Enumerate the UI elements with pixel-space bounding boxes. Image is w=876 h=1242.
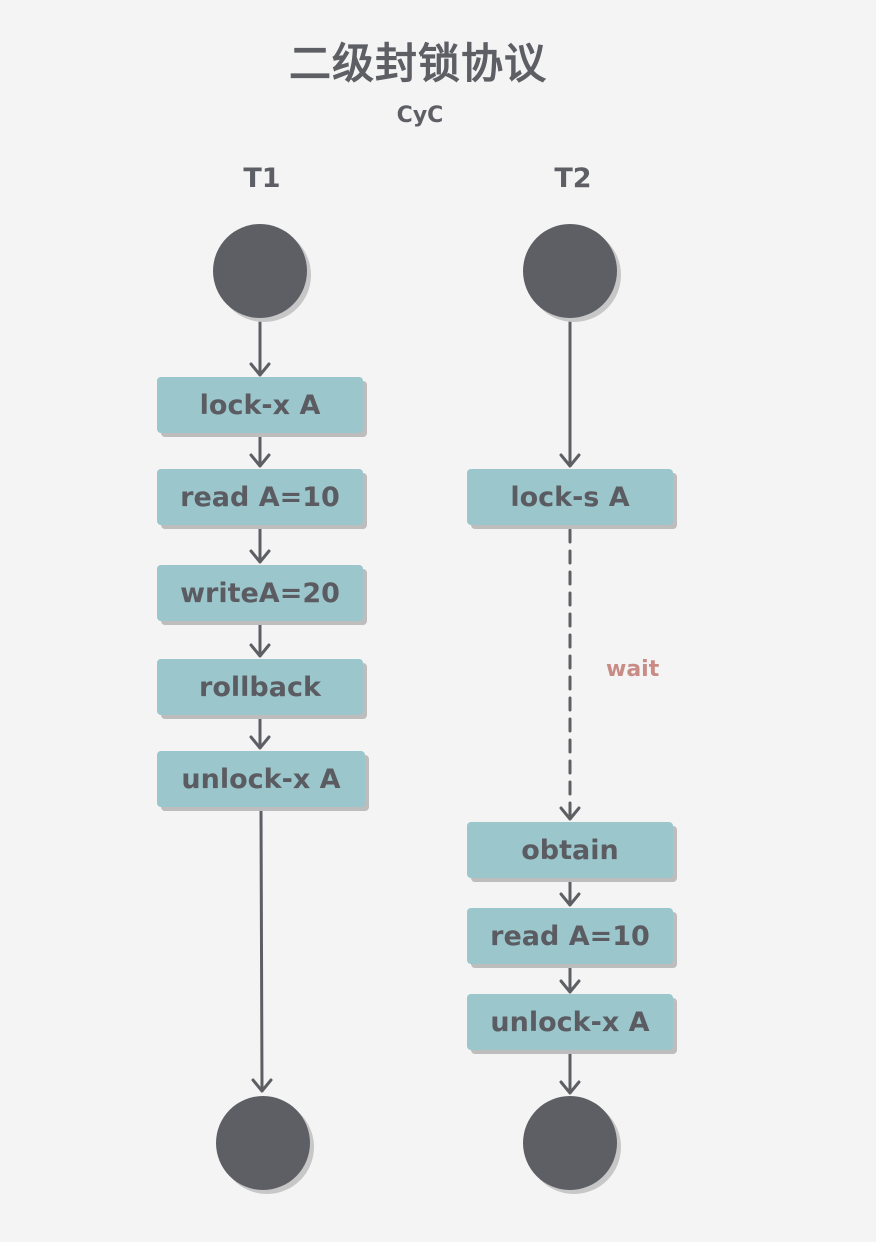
t2-step-obtain: obtain — [467, 822, 673, 878]
t2-end-node — [523, 1096, 617, 1190]
arrowhead-icon — [249, 549, 271, 564]
arrowhead-icon — [249, 643, 271, 658]
t2-start-node — [523, 224, 617, 318]
t1-step-read: read A=10 — [157, 469, 363, 525]
t1-step-lock-x: lock-x A — [157, 377, 363, 433]
arrowhead-icon — [559, 979, 581, 994]
t2-step-lock-s: lock-s A — [467, 469, 673, 525]
arrowhead-icon — [559, 806, 581, 821]
t1-step-unlock-x: unlock-x A — [157, 751, 365, 807]
arrowhead-icon — [249, 735, 271, 750]
arrowhead-icon — [249, 453, 271, 468]
t1-end-node — [216, 1096, 310, 1190]
diagram-subtitle: CyC — [396, 103, 444, 128]
diagram-title: 二级封锁协议 — [288, 39, 547, 88]
t1-start-node — [213, 224, 307, 318]
arrowhead-icon — [559, 892, 581, 907]
t1-step-write: writeA=20 — [157, 565, 363, 621]
arrowhead-icon — [249, 362, 271, 377]
t1-unlock-to-end — [259, 808, 264, 1092]
wait-label: wait — [606, 657, 660, 682]
t2-step-unlock-x: unlock-x A — [467, 994, 673, 1050]
lane-label-t2: T2 — [554, 163, 592, 194]
arrowhead-icon — [251, 1078, 273, 1093]
t2-step-read: read A=10 — [467, 908, 673, 964]
arrowhead-icon — [559, 453, 581, 468]
lane-label-t1: T1 — [243, 163, 281, 194]
t1-step-rollback: rollback — [157, 659, 363, 715]
arrowhead-icon — [559, 1080, 581, 1095]
